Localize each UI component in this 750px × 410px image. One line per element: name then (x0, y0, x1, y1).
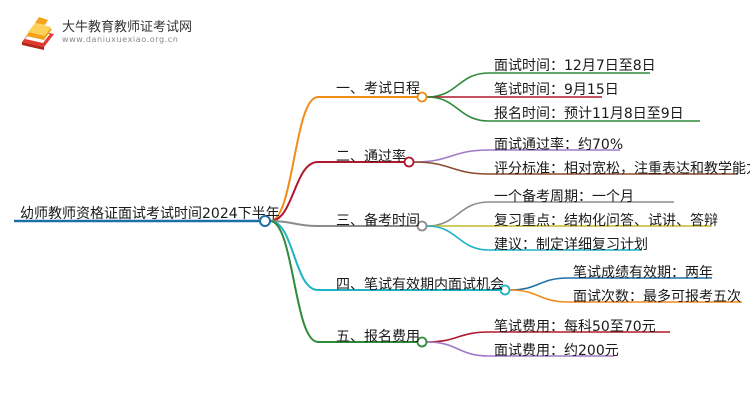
branch-to-leaf-connector (426, 201, 490, 227)
branch-to-leaf-connector (426, 331, 490, 343)
branch-prep-time: 三、备考时间 (336, 213, 420, 229)
root-to-branch-connector (269, 220, 319, 343)
leaf-review-focus: 复习重点：结构化问答、试讲、答辩 (494, 213, 718, 229)
branch-node (499, 284, 511, 296)
leaf-interview-time: 面试时间：12月7日至8日 (494, 58, 656, 74)
root-node (259, 215, 271, 227)
branch-to-leaf-connector (413, 149, 490, 163)
brand-title: 大牛教育教师证考试网 (62, 20, 193, 35)
branch-to-leaf-connector (426, 96, 490, 122)
leaf-written-time: 笔试时间：9月15日 (494, 82, 619, 98)
leaf-interview-pass-rate: 面试通过率：约70% (494, 137, 624, 153)
leaf-registration-time: 报名时间：预计11月8日至9日 (494, 106, 684, 122)
leaf-interview-fee: 面试费用：约200元 (494, 343, 619, 359)
leaf-interview-attempts: 面试次数：最多可报考五次 (573, 289, 741, 305)
book-logo-icon (22, 17, 54, 50)
branch-node (416, 91, 428, 103)
branch-to-leaf-connector (426, 225, 490, 251)
branch-to-leaf-connector (509, 277, 569, 291)
branch-registration-fee: 五、报名费用 (336, 329, 420, 345)
branch-to-leaf-connector (509, 289, 569, 303)
branch-node (416, 220, 428, 232)
branch-to-leaf-connector (426, 72, 490, 98)
branch-to-leaf-connector (413, 161, 490, 175)
branch-exam-schedule: 一、考试日程 (336, 81, 420, 97)
branch-node (416, 336, 428, 348)
branch-written-validity: 四、笔试有效期内面试机会 (336, 277, 504, 293)
root-to-branch-connector (269, 220, 319, 227)
root-to-branch-connector (269, 161, 319, 222)
brand-url: www.daniuxuexiao.org.cn (62, 35, 179, 44)
branch-to-leaf-connector (426, 341, 490, 357)
root-to-branch-connector (269, 96, 319, 222)
root-to-branch-connector (269, 220, 319, 291)
leaf-prep-cycle: 一个备考周期：一个月 (494, 189, 634, 205)
branch-node (403, 156, 415, 168)
leaf-score-validity: 笔试成绩有效期：两年 (573, 265, 713, 281)
leaf-scoring-standard: 评分标准：相对宽松，注重表达和教学能力 (494, 161, 750, 177)
leaf-suggestion: 建议：制定详细复习计划 (494, 237, 648, 253)
root-topic: 幼师教师资格证面试考试时间2024下半年 (20, 206, 280, 222)
branch-pass-rate: 二、通过率 (336, 149, 406, 165)
leaf-written-fee: 笔试费用：每科50至70元 (494, 319, 656, 335)
